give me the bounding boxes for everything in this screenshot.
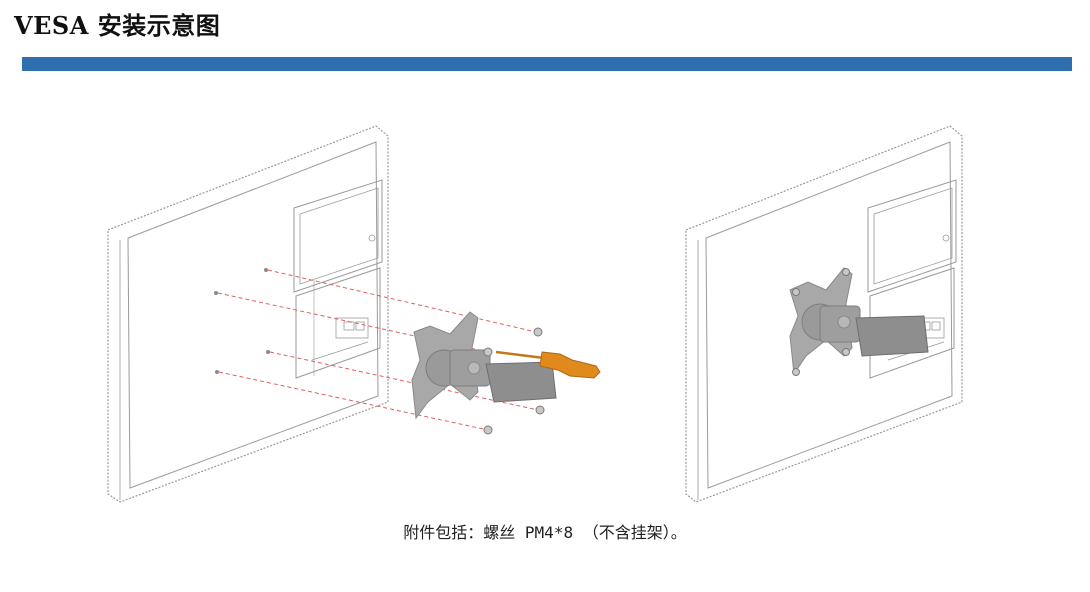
exploded-view <box>107 125 601 503</box>
screwdriver-icon <box>495 350 601 379</box>
monitor-back-icon <box>685 125 963 503</box>
vesa-mount-arm-icon <box>411 311 557 420</box>
assembled-view <box>685 125 963 503</box>
screw-icon <box>483 327 545 435</box>
figure-caption: 附件包括：螺丝 PM4*8 （不含挂架）。 <box>403 523 687 542</box>
monitor-back-icon <box>107 125 389 503</box>
alignment-guide-lines <box>217 269 539 431</box>
vesa-mount-arm-icon <box>789 267 929 376</box>
page-title: VESA 安装示意图 <box>14 11 221 40</box>
title-divider-bar <box>22 57 1072 71</box>
screw-hole-icon <box>214 268 270 374</box>
